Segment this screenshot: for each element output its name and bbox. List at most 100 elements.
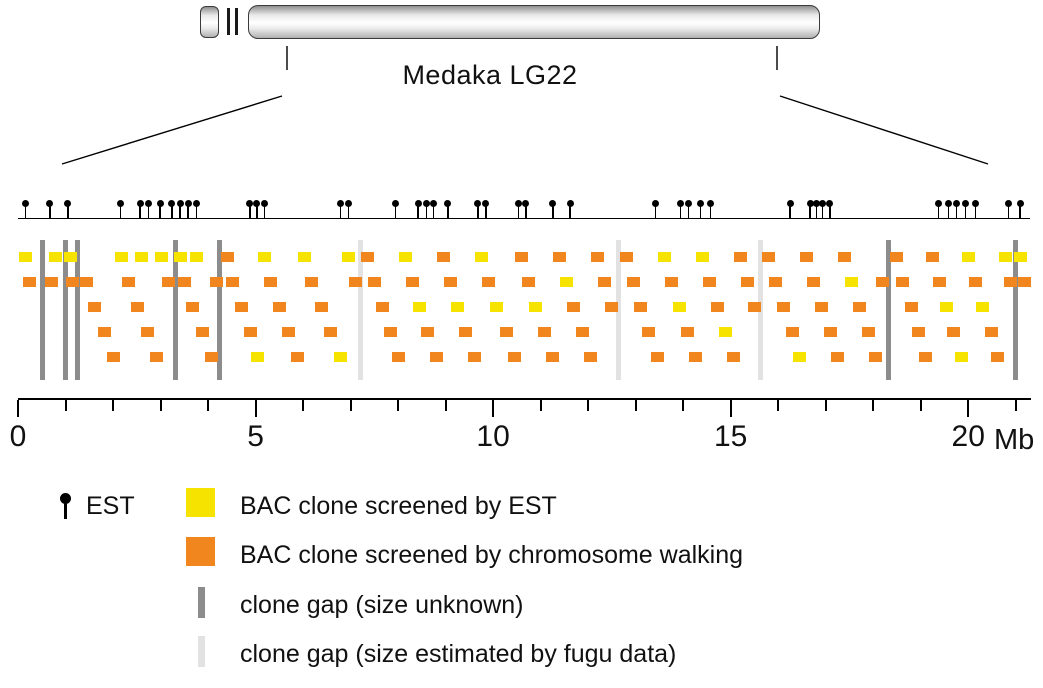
est-marker-head <box>246 200 254 207</box>
est-marker <box>444 199 452 219</box>
bac-clone-walk <box>107 352 121 362</box>
est-marker-head <box>168 200 176 207</box>
est-marker-stem <box>937 206 940 219</box>
est-marker-stem <box>829 206 831 219</box>
est-marker-head <box>1016 200 1024 207</box>
bac-clone-walk <box>131 302 145 312</box>
bac-clone-est <box>940 302 954 312</box>
legend-bar-gap-fugu <box>198 636 205 667</box>
chromosome-short-segment <box>200 6 219 38</box>
bac-clone-walk <box>272 302 286 312</box>
est-marker <box>192 199 201 219</box>
est-marker <box>422 199 431 219</box>
est-marker-head <box>684 200 692 207</box>
chromosome-title: Medaka LG22 <box>402 60 578 90</box>
est-marker <box>176 199 185 219</box>
scale-axis-line <box>18 398 1031 400</box>
axis-tick <box>1014 400 1017 411</box>
est-marker-stem <box>447 206 449 219</box>
est-marker-stem <box>425 206 428 219</box>
bac-clone-est <box>975 302 989 312</box>
bac-clone-walk <box>234 302 248 312</box>
bac-clone-walk <box>360 252 374 262</box>
bac-clone-walk <box>567 302 581 312</box>
est-marker-head <box>1004 200 1012 207</box>
bac-clone-est <box>657 252 671 262</box>
bac-clone-walk <box>838 252 852 262</box>
clone-gap-unknown <box>75 240 81 380</box>
est-marker <box>826 199 834 219</box>
bac-clone-est <box>173 252 187 262</box>
bac-clone-walk <box>726 352 740 362</box>
bac-clone-est <box>474 252 488 262</box>
bac-clone-walk <box>876 277 890 287</box>
est-marker-head <box>474 200 482 207</box>
bac-clone-walk <box>290 352 304 362</box>
est-marker-stem <box>417 206 420 219</box>
est-marker-head <box>344 200 352 207</box>
est-marker-stem <box>947 206 950 219</box>
est-marker <box>651 199 660 219</box>
est-marker-head <box>549 200 557 207</box>
bac-clone-walk <box>66 277 80 287</box>
est-marker-head <box>184 200 192 207</box>
axis-tick <box>349 400 352 411</box>
axis-tick <box>777 400 780 411</box>
est-marker-head <box>260 200 268 207</box>
est-marker-head <box>818 200 826 207</box>
bac-clone-est <box>529 302 543 312</box>
est-marker <box>246 199 254 219</box>
axis-tick <box>397 400 400 411</box>
est-marker-stem <box>432 206 435 219</box>
bac-clone-walk <box>642 327 656 337</box>
bac-clone-est <box>672 302 686 312</box>
est-marker-head <box>971 200 979 207</box>
bac-clone-est <box>412 302 426 312</box>
bac-clone-walk <box>991 352 1005 362</box>
bac-clone-walk <box>367 277 381 287</box>
est-marker-head <box>64 200 72 207</box>
bac-clone-walk <box>80 277 94 287</box>
bac-clone-est <box>1013 252 1027 262</box>
est-marker-stem <box>159 206 162 219</box>
est-marker-head <box>391 200 399 207</box>
est-marker <box>344 199 353 219</box>
est-marker <box>184 199 193 219</box>
bac-clone-walk <box>376 302 390 312</box>
axis-tick <box>539 400 542 411</box>
bac-clone-walk <box>785 327 799 337</box>
bac-clone-walk <box>23 277 37 287</box>
bac-clone-walk <box>264 277 278 287</box>
est-marker-stem <box>195 206 198 219</box>
est-marker-stem <box>815 206 818 219</box>
axis-tick-label: 5 <box>247 420 264 453</box>
est-marker <box>336 199 345 219</box>
bac-clone-walk <box>429 352 443 362</box>
bac-clone-walk <box>467 352 481 362</box>
chromosome-constriction-mark <box>227 8 230 35</box>
bac-clone-walk <box>391 352 405 362</box>
est-marker-head <box>706 200 714 207</box>
legend-label-bac-est: BAC clone screened by EST <box>240 492 557 520</box>
bac-clone-est <box>257 252 271 262</box>
bac-clone-est <box>297 252 311 262</box>
bac-clone-walk <box>968 277 982 287</box>
bac-clone-walk <box>598 277 612 287</box>
bac-clone-walk <box>177 277 191 287</box>
est-track <box>0 199 1043 221</box>
est-marker <box>46 199 54 219</box>
bac-clone-walk <box>896 277 910 287</box>
legend-bar-gap-unknown <box>198 587 205 618</box>
est-marker-stem <box>569 206 572 219</box>
est-marker-head <box>952 200 960 207</box>
est-marker <box>1004 199 1013 219</box>
est-marker <box>944 199 953 219</box>
est-marker-stem <box>687 206 690 219</box>
est-marker <box>514 199 523 219</box>
bac-clone-est <box>115 252 129 262</box>
bac-clone-est <box>845 277 859 287</box>
est-marker-stem <box>24 206 27 219</box>
bac-clone-walk <box>869 352 883 362</box>
axis-tick <box>159 400 162 411</box>
